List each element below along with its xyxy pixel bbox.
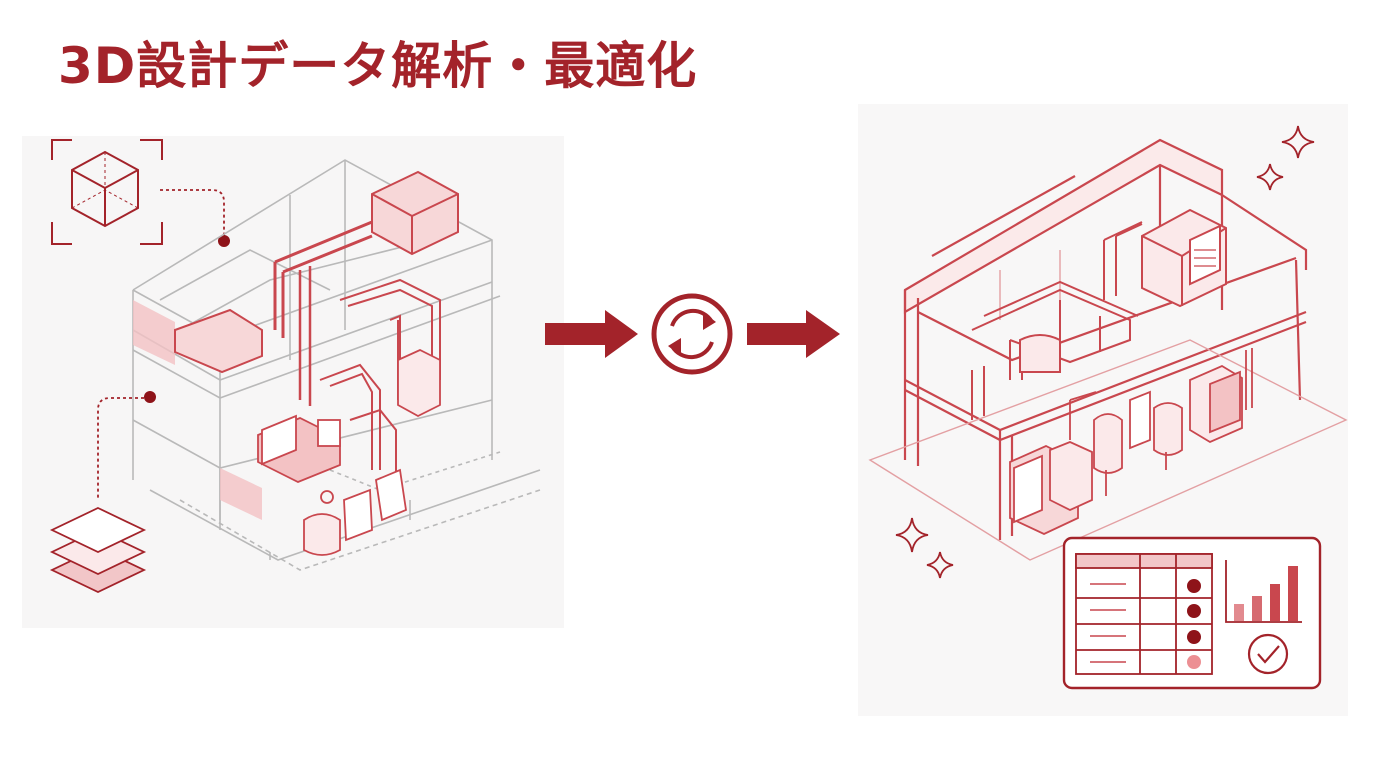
report-bar-1: [1234, 604, 1244, 621]
layers-icon: [49, 507, 147, 593]
cube-icon: [51, 139, 163, 245]
refresh-cycle-icon: [651, 293, 733, 375]
callout-dot-bottom: [144, 391, 156, 403]
status-dot-3: [1187, 630, 1201, 644]
floor-highlight: [220, 468, 262, 520]
process-arrow-right: [747, 310, 840, 358]
page-title: 3D設計データ解析・最適化: [58, 37, 698, 95]
report-bar-2: [1252, 596, 1262, 621]
callout-connector-top: [160, 189, 225, 240]
report-table-chart-icon: [1062, 536, 1322, 690]
status-dot-1: [1187, 579, 1201, 593]
callout-dot-top: [218, 235, 230, 247]
report-bar-4: [1288, 566, 1298, 621]
duct-network-after: [971, 208, 1227, 420]
equipment-units-after: [1009, 348, 1253, 535]
report-table: [1075, 553, 1213, 675]
equipment-units-before: [257, 349, 441, 556]
sparkle-icon: [895, 125, 1315, 579]
slab-highlight: [133, 300, 175, 365]
duct-network-before: [174, 170, 459, 490]
status-dot-2: [1187, 604, 1201, 618]
floor-outline-after: [868, 250, 1348, 561]
report-bar-3: [1270, 584, 1280, 621]
process-arrow-left: [545, 310, 638, 358]
status-dot-4: [1187, 655, 1201, 669]
callout-connector-bottom: [97, 397, 150, 500]
check-circle-icon: [1247, 633, 1289, 675]
report-bar-chart: [1225, 560, 1302, 623]
building-frame-before: [132, 159, 541, 571]
